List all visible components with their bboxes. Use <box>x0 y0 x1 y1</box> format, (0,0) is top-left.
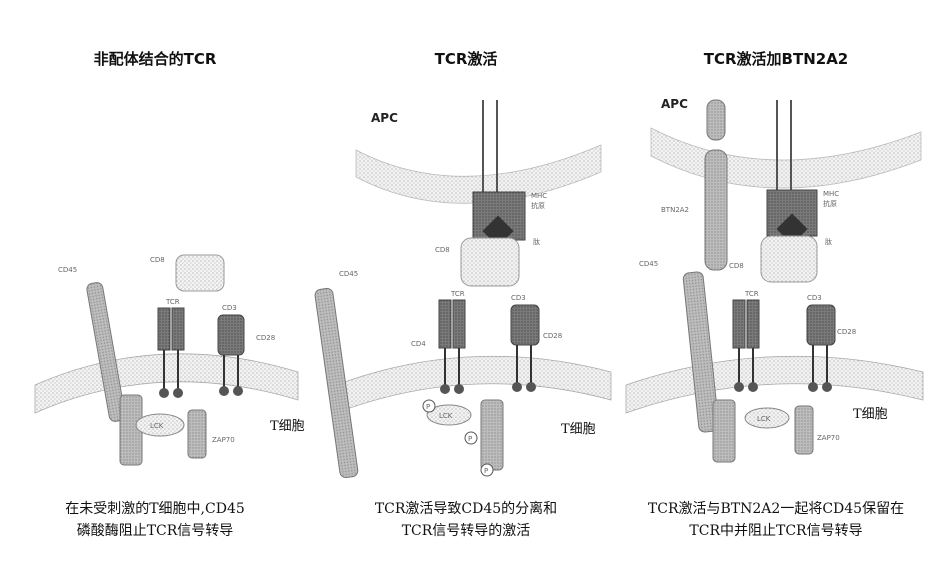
label-tcr: TCR <box>165 298 180 306</box>
panel-caption: TCR激活与BTN2A2一起将CD45保留在 TCR中并阻止TCR信号转导 <box>621 498 931 542</box>
apc-membrane <box>651 128 921 188</box>
label-zap70: ZAP70 <box>817 434 840 442</box>
label-cd45: CD45 <box>339 270 358 278</box>
label-btn2a2: BTN2A2 <box>661 206 689 214</box>
panel-caption: TCR激活导致CD45的分离和 TCR信号转导的激活 <box>311 498 621 542</box>
cell-membrane <box>35 354 298 413</box>
label-t-cell: T细胞 <box>561 422 596 437</box>
label-peptide: 肽 <box>533 237 540 246</box>
label-cd45: CD45 <box>639 260 658 268</box>
label-tcr: TCR <box>450 290 465 298</box>
cd8-molecule <box>176 255 224 291</box>
panel-tcr-activation-btn2a2: TCR激活加BTN2A2 APC BTN2A2 <box>621 0 931 572</box>
tcr-chain-b <box>172 308 184 350</box>
caption-line-2: TCR中并阻止TCR信号转导 <box>621 520 931 542</box>
cell-membrane <box>626 356 923 413</box>
cd8-molecule <box>461 238 519 286</box>
label-cd4: CD4 <box>411 340 426 348</box>
label-apc: APC <box>661 97 688 111</box>
label-t-cell: T细胞 <box>270 419 305 434</box>
cd3-molecule <box>218 315 244 355</box>
tcr-chain-a <box>733 300 745 348</box>
label-cd28: CD28 <box>543 332 562 340</box>
caption-line-1: TCR激活导致CD45的分离和 <box>311 498 621 520</box>
label-zap70: ZAP70 <box>212 436 235 444</box>
label-antigen: 抗原 <box>823 199 837 208</box>
label-lck: LCK <box>757 415 771 423</box>
label-cd3: CD3 <box>807 294 822 302</box>
label-cd8: CD8 <box>729 262 744 270</box>
caption-line-1: TCR激活与BTN2A2一起将CD45保留在 <box>621 498 931 520</box>
label-lck: LCK <box>150 422 164 430</box>
diagram-btn2a2: APC BTN2A2 MHC 抗原 肽 CD45 CD8 TCR CD3 <box>621 0 931 480</box>
zap70-kinase <box>188 410 206 458</box>
label-cd8: CD8 <box>150 256 165 264</box>
tcr-chain-a <box>439 300 451 348</box>
label-mhc: MHC <box>823 190 839 198</box>
label-cd28: CD28 <box>256 334 275 342</box>
panel-unliganded-tcr: 非配体结合的TCR CD45 CD8 T <box>0 0 310 572</box>
caption-line-1: 在未受刺激的T细胞中,CD45 <box>0 498 310 520</box>
btn2a2-top <box>707 100 725 140</box>
label-cd28: CD28 <box>837 328 856 336</box>
itam-2 <box>173 388 183 398</box>
label-p2: P <box>468 435 472 443</box>
label-lck: LCK <box>439 412 453 420</box>
itam-1 <box>159 388 169 398</box>
label-cd3: CD3 <box>511 294 526 302</box>
cd3-molecule <box>807 305 835 345</box>
label-t-cell: T细胞 <box>853 407 888 422</box>
tcr-chain-a <box>158 308 170 350</box>
cd8-molecule <box>761 236 817 282</box>
cd45-phosphatase-domain <box>713 400 735 462</box>
label-mhc: MHC <box>531 192 547 200</box>
label-p1: P <box>426 403 430 411</box>
tcr-chain-b <box>453 300 465 348</box>
tcr-chain-b <box>747 300 759 348</box>
diagram-activation: APC MHC 抗原 肽 CD8 CD45 TCR CD3 CD28 CD4 <box>311 0 621 480</box>
zap70-kinase <box>481 400 503 470</box>
btn2a2-molecule <box>705 150 727 270</box>
caption-line-2: TCR信号转导的激活 <box>311 520 621 542</box>
caption-line-2: 磷酸酶阻止TCR信号转导 <box>0 520 310 542</box>
label-cd45: CD45 <box>58 266 77 274</box>
label-p3: P <box>484 467 488 475</box>
diagram-unliganded: CD45 CD8 TCR CD3 CD28 LCK ZAP70 T细胞 <box>0 0 310 480</box>
label-peptide: 肽 <box>825 237 832 246</box>
label-apc: APC <box>371 111 398 125</box>
label-antigen: 抗原 <box>531 201 545 210</box>
cd3-molecule <box>511 305 539 345</box>
panel-tcr-activation: TCR激活 APC MHC 抗原 肽 <box>311 0 621 572</box>
label-cd8: CD8 <box>435 246 450 254</box>
label-tcr: TCR <box>744 290 759 298</box>
zap70-kinase <box>795 406 813 454</box>
panel-caption: 在未受刺激的T细胞中,CD45 磷酸酶阻止TCR信号转导 <box>0 498 310 542</box>
label-cd3: CD3 <box>222 304 237 312</box>
cell-membrane <box>336 356 611 413</box>
